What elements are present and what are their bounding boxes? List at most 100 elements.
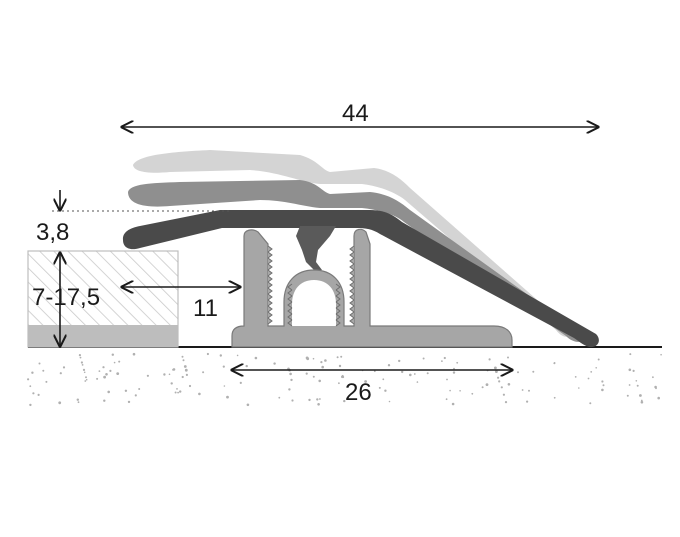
speckle-dot: [102, 366, 105, 369]
tooth: [287, 301, 293, 309]
speckle-dot: [416, 381, 419, 383]
tooth: [287, 295, 293, 303]
speckle-dot: [278, 396, 281, 399]
speckle-dot: [321, 365, 325, 369]
tooth: [349, 293, 355, 301]
speckle-dot: [37, 393, 40, 396]
speckle-dot: [82, 368, 86, 371]
speckle-dot: [640, 399, 643, 402]
speckle-dot: [58, 401, 62, 405]
speckle-dot: [246, 403, 250, 407]
tooth: [267, 275, 273, 283]
speckle-dot: [202, 371, 205, 374]
speckle-dot: [79, 356, 82, 359]
tooth: [335, 307, 341, 315]
tooth: [335, 313, 341, 321]
speckle-dot: [320, 361, 323, 364]
speckle-dot: [497, 376, 500, 379]
speckle-dot: [578, 387, 580, 389]
tooth: [267, 257, 273, 265]
speckle-dot: [660, 353, 662, 356]
speckle-dot: [183, 365, 187, 368]
speckle-dot: [111, 353, 115, 356]
speckle-dot: [105, 373, 108, 376]
speckle-dot: [85, 378, 88, 381]
speckle-dot: [85, 376, 87, 379]
speckle-dot: [118, 360, 121, 363]
tooth: [267, 251, 273, 259]
speckle-dot: [170, 382, 173, 385]
speckle-dot: [38, 362, 41, 365]
speckle-dot: [382, 378, 385, 381]
speckle-dot: [219, 354, 222, 357]
tooth: [349, 311, 355, 319]
speckle-dot: [626, 394, 629, 397]
speckle-dot: [413, 373, 416, 375]
speckle-dot: [388, 400, 391, 403]
speckle-dot: [77, 401, 80, 404]
tooth: [267, 269, 273, 277]
speckle-dot: [488, 358, 491, 361]
tooth: [335, 319, 341, 327]
speckle-dot: [32, 392, 35, 395]
speckle-dot: [83, 371, 86, 374]
ramp-ghost-light: [133, 150, 574, 337]
speckle-dot: [45, 380, 48, 383]
speckle-dot: [657, 396, 660, 400]
speckle-dot: [181, 355, 184, 358]
speckle-dot: [628, 384, 631, 386]
tooth: [267, 245, 273, 253]
speckle-dot: [629, 353, 632, 356]
speckle-dot: [245, 364, 248, 368]
tooth: [349, 245, 355, 253]
speckle-dot: [338, 382, 340, 385]
speckle-dot: [446, 378, 448, 381]
speckle-dot: [639, 394, 642, 397]
speckle-dot: [103, 399, 106, 402]
tooth: [335, 283, 341, 291]
speckle-dot: [132, 352, 136, 356]
speckle-dot: [597, 358, 600, 361]
leg-width-label: 11: [193, 295, 218, 322]
speckle-dot: [338, 364, 342, 368]
speckle-dot: [107, 390, 110, 394]
speckle-dot: [81, 364, 84, 366]
speckle-dot: [109, 369, 112, 372]
ramp-clip-neck: [296, 226, 336, 270]
speckle-dot: [340, 355, 343, 358]
speckle-dot: [422, 357, 425, 360]
speckle-dot: [595, 367, 597, 369]
base-teeth: [267, 245, 355, 327]
speckle-dot: [29, 385, 32, 388]
tooth: [287, 289, 293, 297]
speckle-dot: [507, 356, 509, 359]
speckle-dot: [500, 386, 503, 389]
speckle-dot: [254, 356, 258, 360]
floor-covering-base: [28, 325, 178, 347]
speckle-dot: [308, 398, 311, 402]
speckle-dot: [103, 375, 106, 379]
tooth: [349, 305, 355, 313]
speckle-dot: [635, 380, 638, 382]
tooth: [349, 257, 355, 265]
speckle-dot: [59, 372, 62, 375]
tooth: [267, 299, 273, 307]
tooth: [267, 293, 273, 301]
tooth: [267, 311, 273, 319]
speckle-dot: [601, 388, 604, 392]
tooth: [349, 269, 355, 277]
tooth: [287, 283, 293, 291]
speckle-dot: [655, 387, 657, 390]
tooth: [267, 287, 273, 295]
height-offset-label: 3,8: [36, 219, 69, 246]
speckle-dot: [312, 357, 315, 360]
speckle-dot: [587, 377, 590, 380]
speckle-dot: [494, 366, 497, 370]
speckle-dot: [498, 380, 501, 383]
speckle-dot: [504, 401, 508, 404]
tooth: [335, 289, 341, 297]
speckle-dot: [182, 359, 185, 362]
speckle-dot: [553, 362, 556, 365]
speckle-dot: [364, 380, 367, 383]
